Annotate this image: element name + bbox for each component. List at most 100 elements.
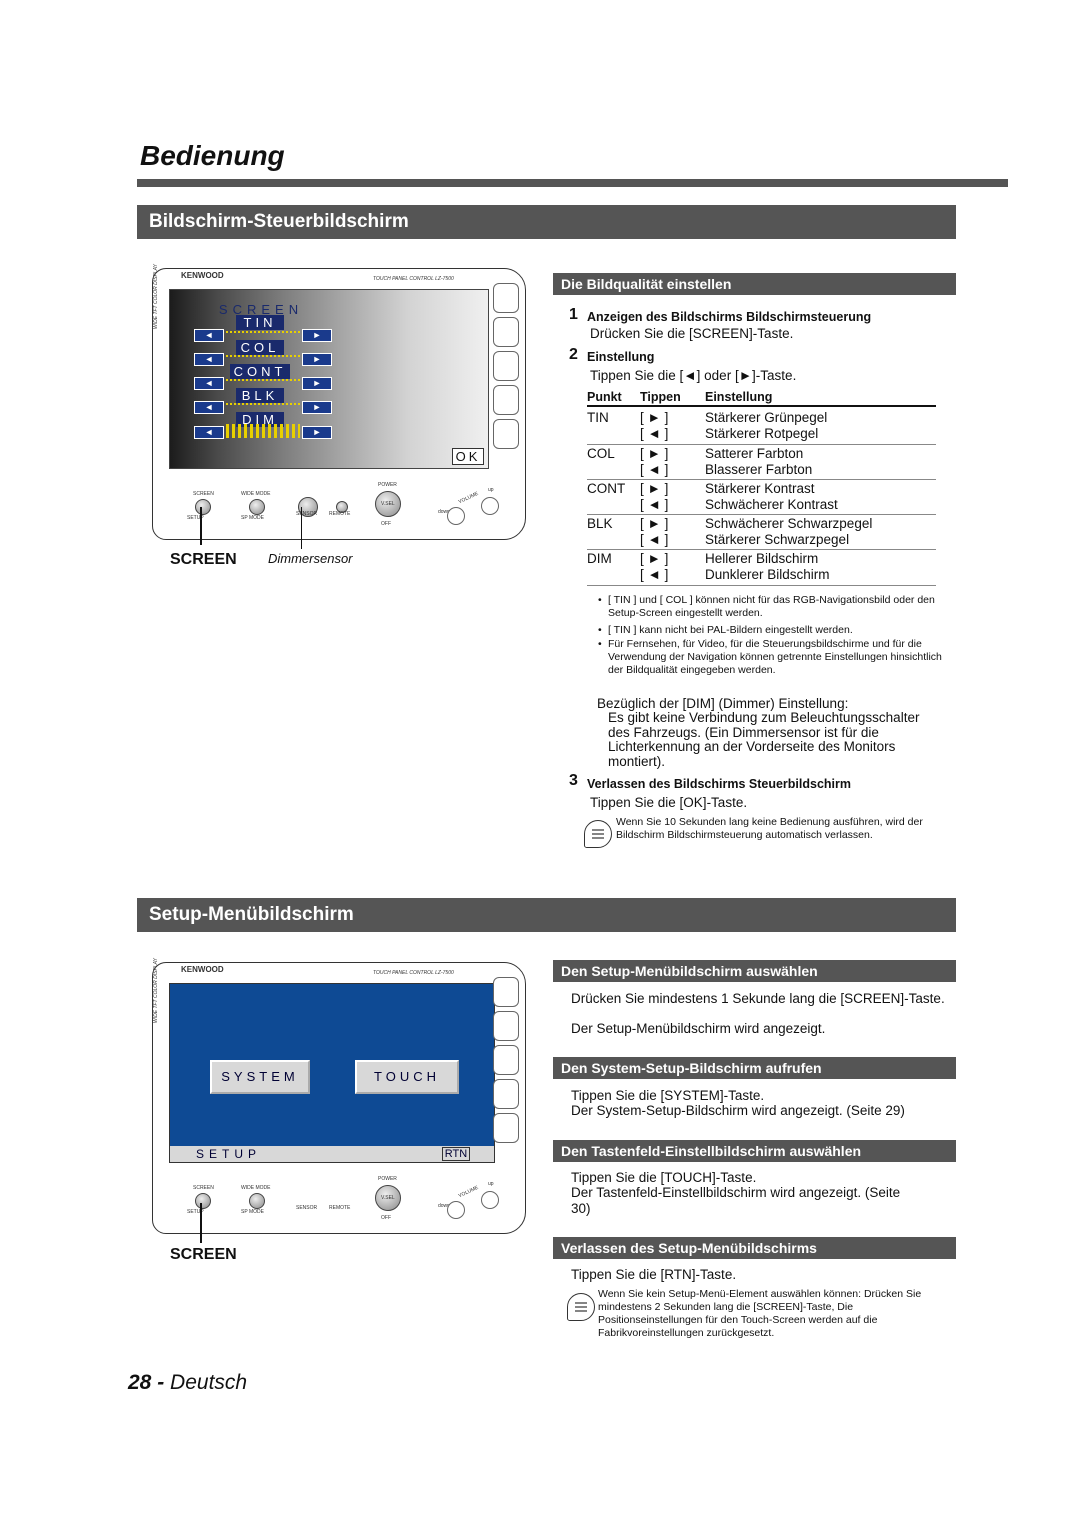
table-row-col-set1: Satterer Farbton <box>705 446 804 461</box>
dimmer-callout-label: Dimmersensor <box>268 551 353 566</box>
power-vsel-button[interactable] <box>375 491 401 517</box>
wide-mode-hardware-button[interactable] <box>249 1193 265 1209</box>
bezel-button-5[interactable] <box>493 419 519 449</box>
volume-up-button[interactable] <box>481 1191 499 1209</box>
col-left-button[interactable]: ◄ <box>194 353 224 366</box>
ok-button[interactable]: OK <box>452 448 484 465</box>
screen-button-label: SCREEN <box>193 491 214 497</box>
table-row-divider <box>587 514 936 515</box>
off-label: OFF <box>381 521 391 527</box>
power-label: POWER <box>378 482 397 488</box>
blk-right-button[interactable]: ► <box>302 401 332 414</box>
blk-left-button[interactable]: ◄ <box>194 401 224 414</box>
table-row-dim-set2: Dunklerer Bildschirm <box>705 567 830 582</box>
power-vsel-button[interactable] <box>375 1185 401 1211</box>
table-row-tin-item: TIN <box>587 410 609 425</box>
sub3-text2: Der Tastenfeld-Einstellbildschirm wird a… <box>571 1185 901 1216</box>
bezel-button-3[interactable] <box>493 351 519 381</box>
screen-display: SCREEN TIN ◄ ► COL ◄ ► CONT ◄ ► BLK ◄ ► … <box>169 289 489 469</box>
cont-left-button[interactable]: ◄ <box>194 377 224 390</box>
table-row-tin-tap1: [ ► ] <box>640 410 669 425</box>
table-header-item: Punkt <box>587 390 622 404</box>
vsel-label: V.SEL <box>381 501 395 507</box>
screen-callout-line <box>200 1203 202 1243</box>
dim-right-button[interactable]: ► <box>302 426 332 439</box>
subsection-touch-setup: Den Tastenfeld-Einstellbildschirm auswäh… <box>553 1140 956 1162</box>
screen-callout-label: SCREEN <box>170 551 237 568</box>
wide-mode-label: WIDE MODE <box>241 491 271 497</box>
volume-down-label: down <box>438 509 450 515</box>
setup-button-label: SETUP <box>187 1209 204 1215</box>
table-header-rule <box>587 405 936 407</box>
volume-down-button[interactable] <box>447 1201 465 1219</box>
system-button[interactable]: SYSTEM <box>210 1060 310 1094</box>
col-level-indicator <box>226 355 300 363</box>
wide-mode-label: WIDE MODE <box>241 1185 271 1191</box>
subsection-image-quality: Die Bildqualität einstellen <box>553 273 956 295</box>
bezel-button-1[interactable] <box>493 977 519 1007</box>
footer-language: Deutsch <box>170 1371 248 1394</box>
step1-title: Anzeigen des Bildschirms Bildschirmsteue… <box>587 310 872 324</box>
table-row-tin-tap2: [ ◄ ] <box>640 426 669 441</box>
col-right-button[interactable]: ► <box>302 353 332 366</box>
cont-right-button[interactable]: ► <box>302 377 332 390</box>
screen-hardware-button[interactable] <box>195 499 211 515</box>
step3-note: Wenn Sie 10 Sekunden lang keine Bedienun… <box>616 816 923 841</box>
volume-up-button[interactable] <box>481 497 499 515</box>
page-footer: 28 - Deutsch <box>128 1371 247 1395</box>
volume-down-button[interactable] <box>447 507 465 525</box>
remote-sensor <box>336 501 348 513</box>
table-row-blk-set1: Schwächerer Schwarzpegel <box>705 516 873 531</box>
bezel-button-4[interactable] <box>493 1079 519 1109</box>
tin-level-indicator <box>226 331 300 339</box>
bullet-note-3: Für Fernsehen, für Video, für die Steuer… <box>608 638 942 676</box>
table-row-divider <box>587 444 936 445</box>
table-bottom-rule <box>587 585 936 586</box>
bezel-button-3[interactable] <box>493 1045 519 1075</box>
table-row-divider <box>587 549 936 550</box>
col-label: COL <box>236 340 284 355</box>
bullet-marker: • <box>598 638 602 650</box>
bullet-note-1: [ TIN ] und [ COL ] können nicht für das… <box>608 594 935 619</box>
bezel-button-5[interactable] <box>493 1113 519 1143</box>
dim-level-indicator <box>226 424 300 438</box>
bezel-button-4[interactable] <box>493 385 519 415</box>
dim-note-text: Es gibt keine Verbindung zum Beleuchtung… <box>608 710 920 769</box>
bezel-button-2[interactable] <box>493 1011 519 1041</box>
dim-left-button[interactable]: ◄ <box>194 426 224 439</box>
model-label: TOUCH PANEL CONTROL LZ-7500 <box>373 276 454 282</box>
bezel-button-1[interactable] <box>493 283 519 313</box>
tin-left-button[interactable]: ◄ <box>194 329 224 342</box>
rtn-button[interactable]: RTN <box>442 1147 470 1161</box>
page-number: 28 <box>128 1371 152 1394</box>
table-row-dim-item: DIM <box>587 551 612 566</box>
bullet-note-2: [ TIN ] kann nicht bei PAL-Bildern einge… <box>608 624 853 636</box>
wide-mode-hardware-button[interactable] <box>249 499 265 515</box>
monitor-illustration-setup-menu: KENWOOD TOUCH PANEL CONTROL LZ-7500 WIDE… <box>152 958 526 1234</box>
table-header-setting: Einstellung <box>705 390 773 404</box>
sub2-text2: Der System-Setup-Bildschirm wird angezei… <box>571 1103 905 1118</box>
sub4-note: Wenn Sie kein Setup-Menü-Element auswähl… <box>598 1288 922 1339</box>
step2-title: Einstellung <box>587 350 655 364</box>
section-title-screen-control: Bildschirm-Steuerbildschirm <box>137 205 956 239</box>
tin-right-button[interactable]: ► <box>302 329 332 342</box>
step3-text: Tippen Sie die [OK]-Taste. <box>590 795 748 810</box>
sensor-label: SENSOR <box>296 511 318 517</box>
bezel-button-2[interactable] <box>493 317 519 347</box>
table-row-cont-item: CONT <box>587 481 626 496</box>
setup-screen-label: SETUP <box>196 1147 262 1161</box>
volume-label: VOLUME <box>457 1184 480 1200</box>
screen-hardware-button[interactable] <box>195 1193 211 1209</box>
side-label: WIDE TFT COLOR DISPLAY <box>153 264 159 329</box>
table-row-col-set2: Blasserer Farbton <box>705 462 813 477</box>
subsection-system-setup: Den System-Setup-Bildschirm aufrufen <box>553 1057 956 1079</box>
volume-label: VOLUME <box>457 490 480 506</box>
volume-up-label: up <box>488 1181 494 1187</box>
subsection-select-setup: Den Setup-Menübildschirm auswählen <box>553 960 956 982</box>
table-row-blk-tap1: [ ► ] <box>640 516 669 531</box>
touch-button[interactable]: TOUCH <box>355 1060 459 1094</box>
brand-logo: KENWOOD <box>181 965 224 974</box>
sensor-label: SENSOR <box>296 1205 318 1211</box>
power-label: POWER <box>378 1176 397 1182</box>
table-row-blk-item: BLK <box>587 516 613 531</box>
